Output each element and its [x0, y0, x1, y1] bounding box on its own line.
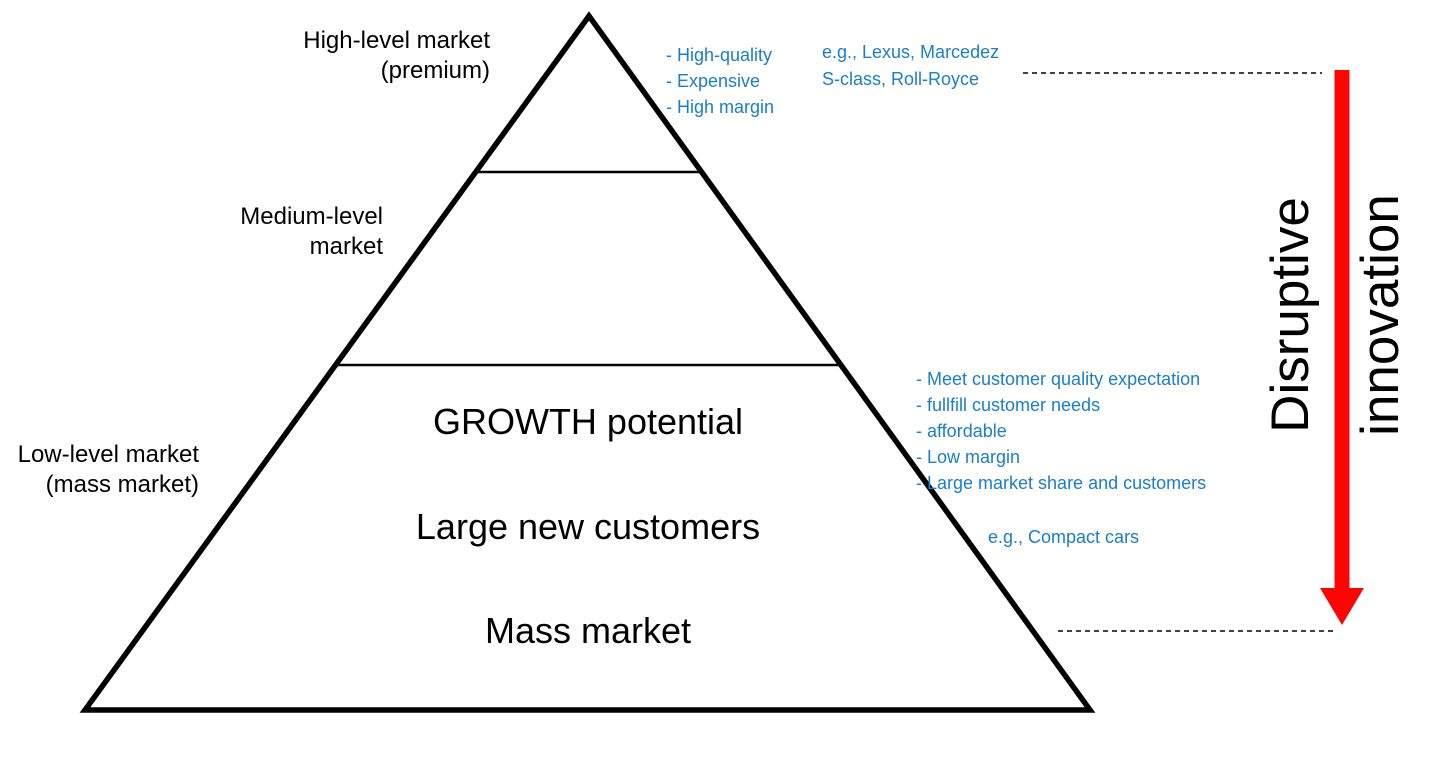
pyramid-outline [79, 11, 1096, 713]
label-high-level-market: High-level market (premium) [303, 27, 490, 84]
annotation-low-tier-example: e.g., Compact cars [988, 527, 1140, 547]
annotation-low-tier-bullets: - Meet customer quality expectation - fu… [916, 369, 1207, 493]
disruptive-innovation-caption: Disruptive innovation [1261, 194, 1410, 436]
annotation-high-tier-bullets: - High-quality - Expensive - High margin [666, 45, 775, 117]
label-low-level-market: Low-level market (mass market) [17, 441, 199, 498]
pyramid-text-growth-potential: GROWTH potential [432, 401, 744, 442]
pyramid-text-large-new-customers: Large new customers [415, 506, 761, 547]
disruptive-arrow-icon [1320, 70, 1364, 625]
label-medium-level-market: Medium-level market [240, 203, 383, 260]
pyramid-text-mass-market: Mass market [484, 610, 692, 651]
annotation-high-tier-example: e.g., Lexus, Marcedez S-class, Roll-Royc… [822, 42, 1000, 89]
